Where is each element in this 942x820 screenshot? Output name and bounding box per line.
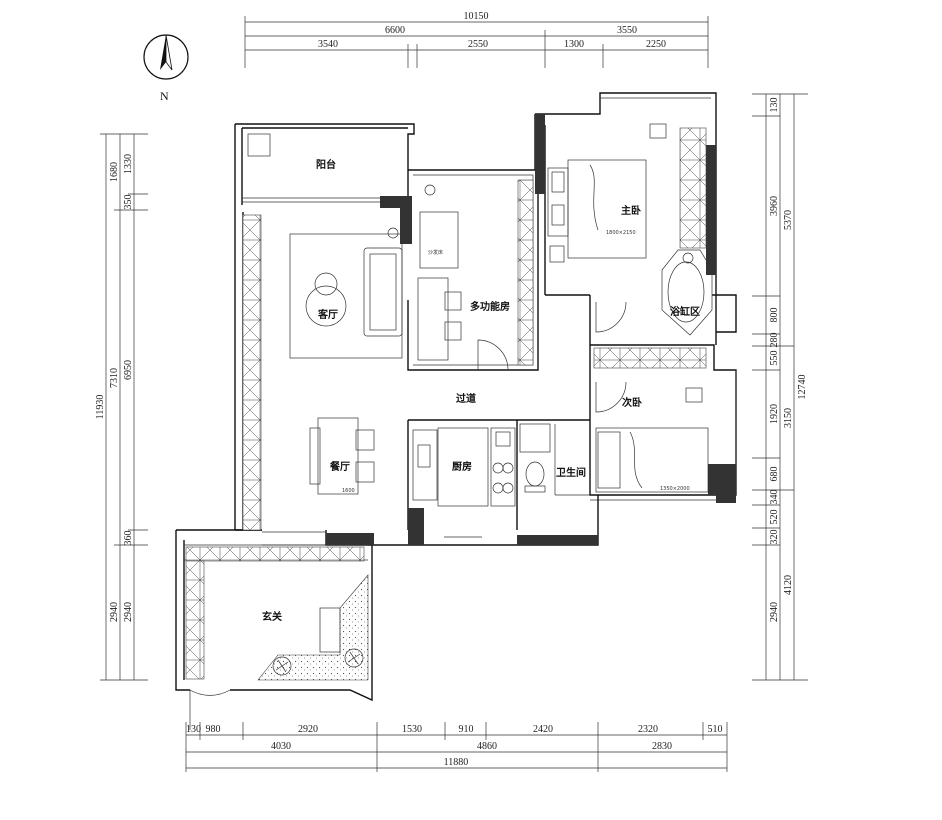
label-bath: 卫生间 xyxy=(556,466,586,479)
dim-right-2: 3960 xyxy=(769,196,780,216)
dim-right-11: 2940 xyxy=(769,602,780,622)
dim-top-a: 6600 xyxy=(385,25,405,36)
north-arrow-icon: N xyxy=(143,34,189,103)
dim-left-c: 1680 xyxy=(109,162,120,182)
left-dimensions: 11930 7310 2940 1680 1330 350 6950 360 2… xyxy=(95,133,148,681)
dim-bot-total: 11880 xyxy=(444,757,469,768)
dim-right-3: 800 xyxy=(769,308,780,323)
dim-right-7: 680 xyxy=(769,467,780,482)
label-dining: 餐厅 xyxy=(329,460,350,473)
note-sofa-bed: 沙发床 xyxy=(428,249,443,256)
dim-bot-b: 4860 xyxy=(477,741,497,752)
dim-right-total: 12740 xyxy=(797,375,808,400)
dim-left-4: 360 xyxy=(123,531,134,546)
dim-left-3: 6950 xyxy=(123,360,134,380)
structural-columns xyxy=(326,114,736,545)
note-dining-table: 1600 xyxy=(342,488,355,494)
dim-right-c: 4120 xyxy=(783,575,794,595)
dim-right-b: 3150 xyxy=(783,408,794,428)
label-corridor: 过道 xyxy=(456,392,476,405)
right-dimensions: 12740 5370 3150 4120 130 3960 800 280 55… xyxy=(752,93,808,681)
note-second-bed: 1350×2000 xyxy=(660,486,690,492)
dim-right-4: 280 xyxy=(769,333,780,348)
dim-top-b: 3550 xyxy=(617,25,637,36)
dim-bot-c: 2830 xyxy=(652,741,672,752)
dim-bot-7: 2320 xyxy=(638,724,658,735)
label-entry: 玄关 xyxy=(262,610,282,623)
dim-right-6: 1920 xyxy=(769,404,780,424)
dim-left-1: 1330 xyxy=(123,154,134,174)
note-master-bed: 1800×2150 xyxy=(606,230,636,236)
dim-left-5: 2940 xyxy=(123,602,134,622)
dim-top-4: 2250 xyxy=(646,39,666,50)
dim-top-1: 3540 xyxy=(318,39,338,50)
dim-top-2: 2550 xyxy=(468,39,488,50)
bottom-dimensions: 130 980 2920 1530 910 2420 2320 510 4030… xyxy=(185,722,728,772)
doors xyxy=(189,301,627,730)
room-labels: 阳台 客厅 餐厅 多功能房 过道 厨房 卫生间 主卧 浴缸区 次卧 玄关 沙发床… xyxy=(262,158,700,623)
dim-bot-1: 130 xyxy=(186,724,201,735)
dim-bot-6: 2420 xyxy=(533,724,553,735)
label-second: 次卧 xyxy=(622,396,642,409)
dim-bot-5: 910 xyxy=(459,724,474,735)
label-kitchen: 厨房 xyxy=(452,460,472,473)
north-label: N xyxy=(160,89,169,103)
dim-bot-4: 1530 xyxy=(402,724,422,735)
dim-right-a: 5370 xyxy=(783,210,794,230)
label-multi: 多功能房 xyxy=(470,300,510,313)
dim-top-3: 1300 xyxy=(564,39,584,50)
dim-bot-8: 510 xyxy=(708,724,723,735)
dim-top-total: 10150 xyxy=(464,11,489,22)
dim-left-b: 2940 xyxy=(109,602,120,622)
cabinets xyxy=(185,127,707,680)
dim-right-8: 340 xyxy=(769,490,780,505)
dim-right-9: 520 xyxy=(769,510,780,525)
dim-bot-a: 4030 xyxy=(271,741,291,752)
top-dimensions: 10150 6600 3550 3540 2550 1300 2250 xyxy=(244,11,709,68)
furniture xyxy=(257,123,713,681)
dim-bot-3: 2920 xyxy=(298,724,318,735)
label-balcony: 阳台 xyxy=(316,158,336,171)
dim-right-10: 320 xyxy=(769,530,780,545)
dim-left-total: 11930 xyxy=(95,395,106,420)
dim-right-1: 130 xyxy=(769,98,780,113)
dim-bot-2: 980 xyxy=(206,724,221,735)
label-master: 主卧 xyxy=(621,204,641,217)
label-living: 客厅 xyxy=(317,308,338,321)
dim-left-2: 350 xyxy=(123,195,134,210)
dim-left-a: 7310 xyxy=(109,368,120,388)
label-dressing: 浴缸区 xyxy=(670,305,700,318)
dim-right-5: 550 xyxy=(769,351,780,366)
